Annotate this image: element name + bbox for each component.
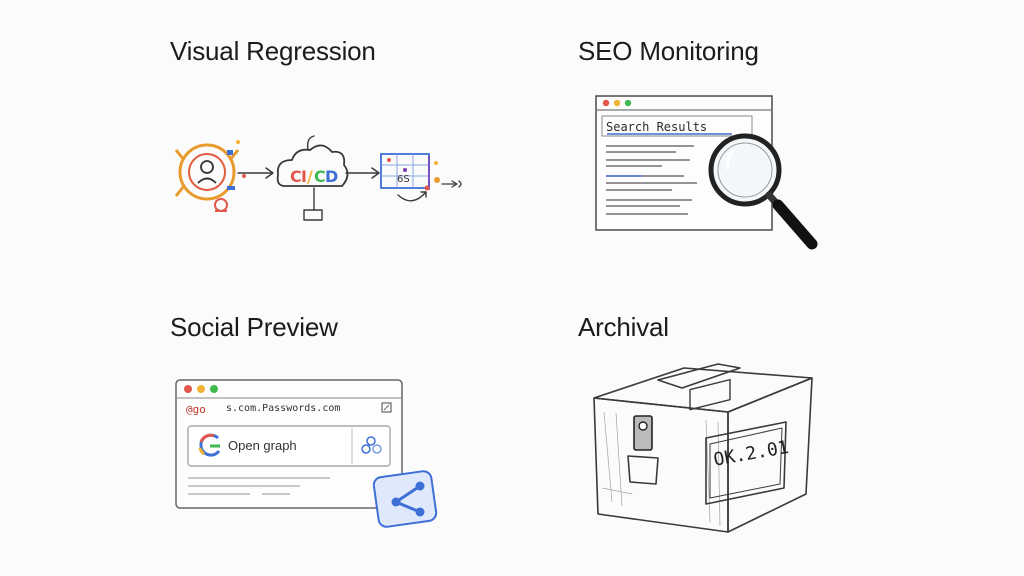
svg-text:C: C bbox=[314, 167, 326, 186]
share-icon bbox=[372, 470, 438, 528]
archival-title: Archival bbox=[578, 312, 669, 342]
social-preview-title: Social Preview bbox=[170, 312, 338, 342]
diff-grid-icon: 6S bbox=[380, 153, 462, 202]
close-dot-icon bbox=[602, 99, 610, 107]
seo-search-heading: Search Results bbox=[606, 120, 708, 134]
visual-regression-panel: Visual Regression C I / C D bbox=[0, 0, 512, 288]
maximize-dot-icon bbox=[210, 385, 218, 393]
url-text: s.com.Passwords.com bbox=[226, 403, 341, 414]
seo-monitoring-title: SEO Monitoring bbox=[578, 36, 759, 66]
svg-text:6S: 6S bbox=[397, 174, 410, 185]
svg-text:C: C bbox=[290, 167, 302, 186]
close-dot-icon bbox=[184, 385, 192, 393]
site-short-name: @go bbox=[186, 403, 206, 416]
seo-browser-illustration bbox=[595, 95, 818, 250]
ci-cd-cloud-icon: C I / C D bbox=[276, 135, 349, 221]
visual-regression-title: Visual Regression bbox=[170, 36, 376, 66]
minimize-dot-icon bbox=[197, 385, 205, 393]
magnifying-glass-icon bbox=[708, 133, 818, 250]
svg-text:/: / bbox=[307, 167, 313, 186]
minimize-dot-icon bbox=[613, 99, 621, 107]
share-people-icon bbox=[361, 436, 382, 454]
social-preview-panel: Social Preview bbox=[0, 288, 512, 576]
google-g-icon bbox=[198, 433, 221, 457]
seo-monitoring-panel: SEO Monitoring S bbox=[512, 0, 1024, 288]
camera-gear-icon bbox=[174, 140, 246, 212]
edit-icon bbox=[381, 402, 392, 413]
archival-panel: Archival OK.2.01 bbox=[512, 288, 1024, 576]
maximize-dot-icon bbox=[624, 99, 632, 107]
pipeline-illustration: C I / C D 6S bbox=[174, 135, 462, 221]
open-graph-card-text: Open graph bbox=[228, 438, 297, 453]
archive-box-illustration bbox=[593, 363, 813, 533]
latch-icon bbox=[627, 415, 659, 485]
svg-text:D: D bbox=[325, 167, 338, 186]
social-browser-illustration bbox=[175, 379, 438, 528]
svg-text:I: I bbox=[301, 167, 307, 186]
